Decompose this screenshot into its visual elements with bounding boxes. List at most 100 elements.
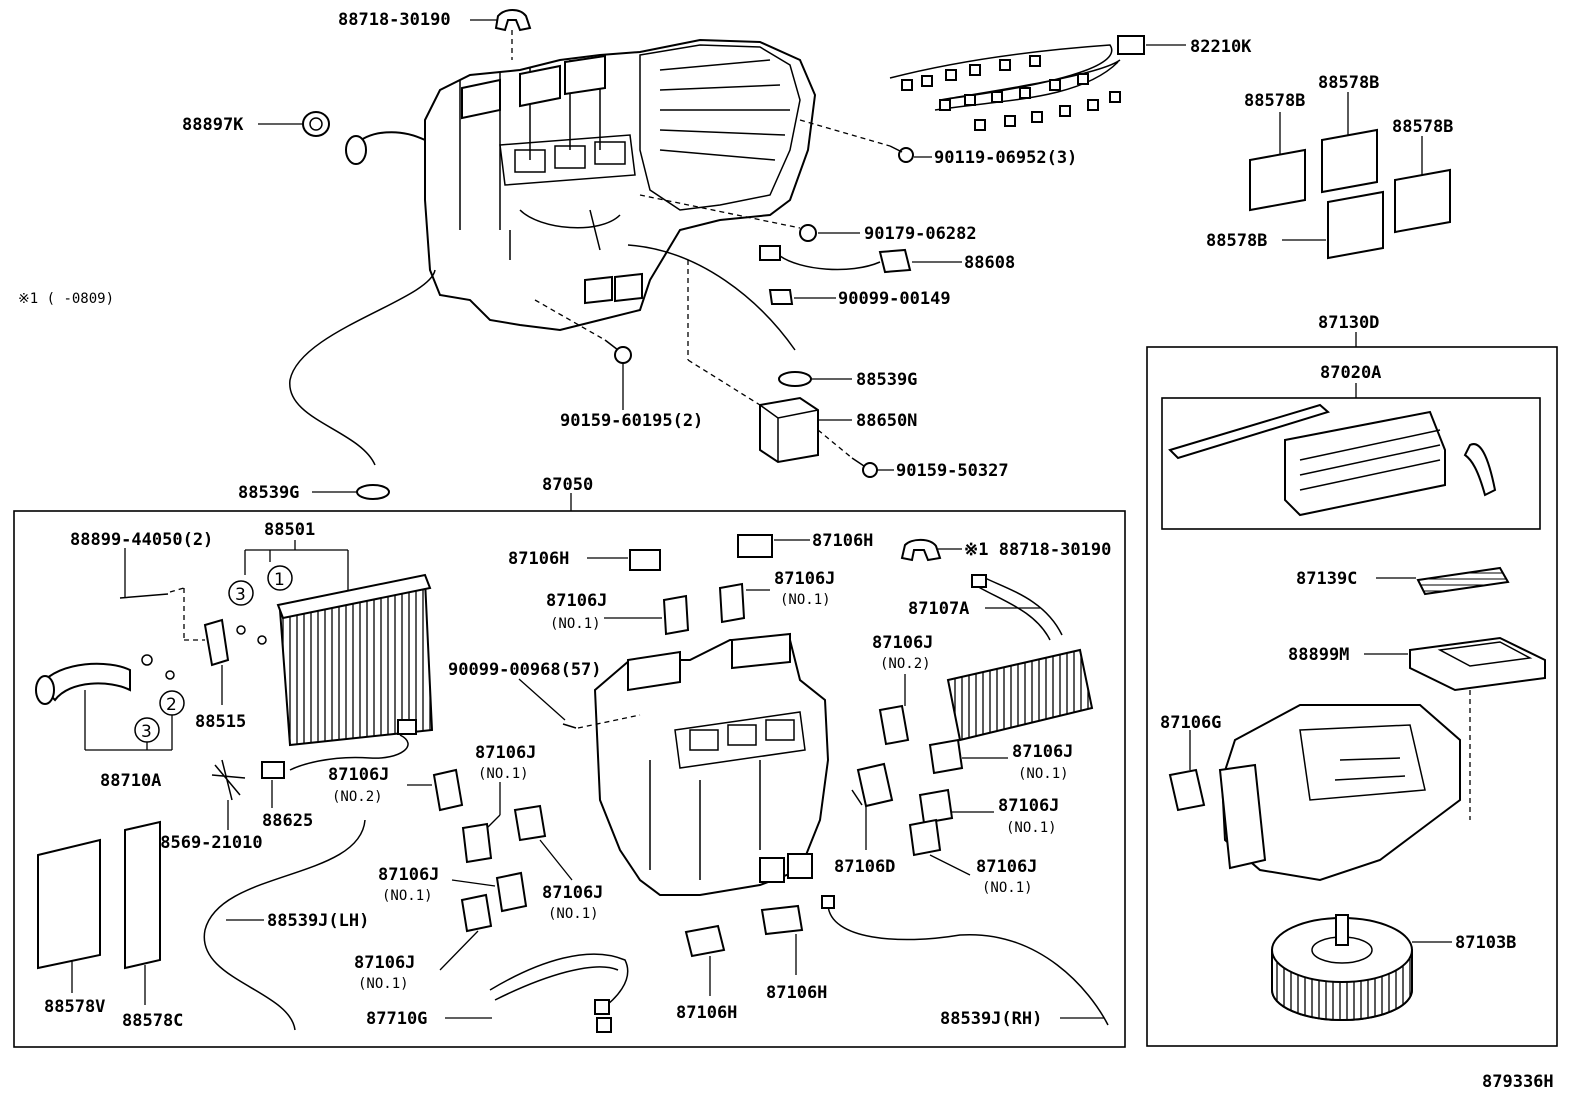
actuator-87106G bbox=[1168, 730, 1206, 812]
label-88608: 88608 bbox=[964, 253, 1015, 273]
label-87106G: 87106G bbox=[1160, 713, 1221, 733]
label-87106J-4: 87106J bbox=[475, 743, 536, 763]
label-88578C: 88578C bbox=[122, 1011, 183, 1031]
connector-87106J-11 bbox=[439, 893, 493, 971]
hvac-housing-87050 bbox=[593, 632, 830, 896]
callout-3-bottom: 3 bbox=[134, 654, 160, 743]
screw-90159-60195 bbox=[534, 299, 632, 410]
label-87106J-2: 87106J bbox=[774, 569, 835, 589]
label-90119-06952: 90119-06952(3) bbox=[934, 148, 1077, 168]
filter-87139C bbox=[1376, 566, 1510, 596]
label-88718-30190-mid: ※1 88718-30190 bbox=[964, 540, 1111, 560]
box-87020A bbox=[1161, 397, 1541, 530]
label-88718-30190-top: 88718-30190 bbox=[338, 10, 451, 30]
label-87106D: 87106D bbox=[834, 857, 895, 877]
label-88899-44050: 88899-44050(2) bbox=[70, 530, 213, 550]
label-87106J-8-sub: (NO.1) bbox=[982, 880, 1033, 896]
label-90099-00968: 90099-00968(57) bbox=[448, 660, 602, 680]
screw-90159-50327 bbox=[817, 429, 894, 478]
label-88539G-right: 88539G bbox=[856, 370, 917, 390]
label-90159-50327: 90159-50327 bbox=[896, 461, 1009, 481]
heater-core-87107A bbox=[946, 574, 1094, 742]
connector-87106H-a bbox=[587, 549, 661, 571]
label-87139C: 87139C bbox=[1296, 569, 1357, 589]
label-90179-06282: 90179-06282 bbox=[864, 224, 977, 244]
label-88539G-left: 88539G bbox=[238, 483, 299, 503]
screw-90119-06952 bbox=[799, 119, 932, 163]
connector-87106J-2 bbox=[718, 582, 770, 624]
bolt-88899-44050 bbox=[119, 548, 205, 641]
label-88897K: 88897K bbox=[182, 115, 244, 135]
label-87106J-4-sub: (NO.1) bbox=[478, 766, 529, 782]
clip-90099-00149 bbox=[768, 289, 836, 305]
svg-text:3: 3 bbox=[235, 585, 246, 605]
label-88578B-c: 88578B bbox=[1392, 117, 1453, 137]
nut-90179-06282 bbox=[639, 194, 860, 242]
connector-87106J-10 bbox=[451, 871, 528, 913]
filters-88578V-88578C bbox=[37, 820, 161, 1005]
screw-90099-00968 bbox=[518, 678, 641, 729]
label-88578B-b: 88578B bbox=[1318, 73, 1379, 93]
connector-87106J-9 bbox=[513, 804, 573, 881]
connector-87106J-5 bbox=[878, 674, 910, 746]
label-87106J-7-sub: (NO.1) bbox=[1006, 820, 1057, 836]
grommet-88539G-left bbox=[312, 484, 390, 500]
label-87106H-d: 87106H bbox=[766, 983, 827, 1003]
label-87106H-c: 87106H bbox=[676, 1003, 737, 1023]
label-87050: 87050 bbox=[542, 475, 593, 495]
pipe-88710A bbox=[35, 662, 173, 751]
callout-2: 2 bbox=[159, 670, 185, 716]
box-87130D bbox=[1146, 346, 1558, 1047]
label-87106J-1-sub: (NO.1) bbox=[550, 616, 601, 632]
note-remark: ※1 ( -0809) bbox=[18, 291, 114, 307]
blower-housing bbox=[1218, 704, 1461, 882]
sensor-88625 bbox=[261, 761, 285, 808]
label-87106J-10-sub: (NO.1) bbox=[382, 888, 433, 904]
label-87106J-6-sub: (NO.1) bbox=[1018, 766, 1069, 782]
label-88578B-a: 88578B bbox=[1244, 91, 1305, 111]
box-87050 bbox=[13, 510, 1126, 1048]
label-87106J-3-sub: (NO.2) bbox=[332, 789, 383, 805]
connector-87106J-7 bbox=[918, 788, 994, 825]
label-88569-21010: 88569-21010 bbox=[150, 833, 263, 853]
grommet-88539G-right bbox=[778, 371, 852, 387]
label-87107A: 87107A bbox=[908, 599, 969, 619]
label-87020A: 87020A bbox=[1320, 363, 1381, 383]
connector-87106J-6 bbox=[928, 738, 1008, 775]
filters-88578B bbox=[1249, 92, 1451, 260]
callout-3-top: 3 bbox=[228, 580, 254, 635]
blower-motor-87103B bbox=[1271, 914, 1452, 1021]
hvac-housing-top bbox=[424, 38, 817, 332]
label-87106J-9: 87106J bbox=[542, 883, 603, 903]
actuator-87106D bbox=[851, 762, 894, 850]
label-88501: 88501 bbox=[264, 520, 315, 540]
grommet-88897K bbox=[258, 111, 330, 137]
connector-87106J-3 bbox=[407, 768, 464, 812]
label-88899M: 88899M bbox=[1288, 645, 1349, 665]
label-87106J-6: 87106J bbox=[1012, 742, 1073, 762]
diagram-id: 879336H bbox=[1482, 1072, 1554, 1092]
label-87106J-10: 87106J bbox=[378, 865, 439, 885]
connector-87106J-4 bbox=[461, 782, 501, 864]
module-88650N bbox=[687, 260, 852, 464]
valve-88515 bbox=[203, 618, 230, 705]
clip-88718-mid bbox=[900, 538, 962, 562]
label-87106J-2-sub: (NO.1) bbox=[780, 592, 831, 608]
label-87106H-b: 87106H bbox=[812, 531, 873, 551]
svg-text:2: 2 bbox=[166, 695, 177, 715]
label-82210K: 82210K bbox=[1190, 37, 1252, 57]
blower-case-87020A bbox=[1168, 403, 1497, 517]
connector-87106H-b bbox=[737, 534, 810, 558]
label-88515: 88515 bbox=[195, 712, 246, 732]
label-87106J-5-sub: (NO.2) bbox=[880, 656, 931, 672]
label-87106J-5: 87106J bbox=[872, 633, 933, 653]
label-87106J-8: 87106J bbox=[976, 857, 1037, 877]
svg-text:1: 1 bbox=[274, 570, 285, 590]
label-90099-00149: 90099-00149 bbox=[838, 289, 951, 309]
wire-harness-82210K bbox=[889, 35, 1186, 131]
clip-88569-21010 bbox=[211, 759, 246, 830]
label-87106H-a: 87106H bbox=[508, 549, 569, 569]
label-88650N: 88650N bbox=[856, 411, 917, 431]
label-88539J-LH: 88539J(LH) bbox=[267, 911, 369, 931]
